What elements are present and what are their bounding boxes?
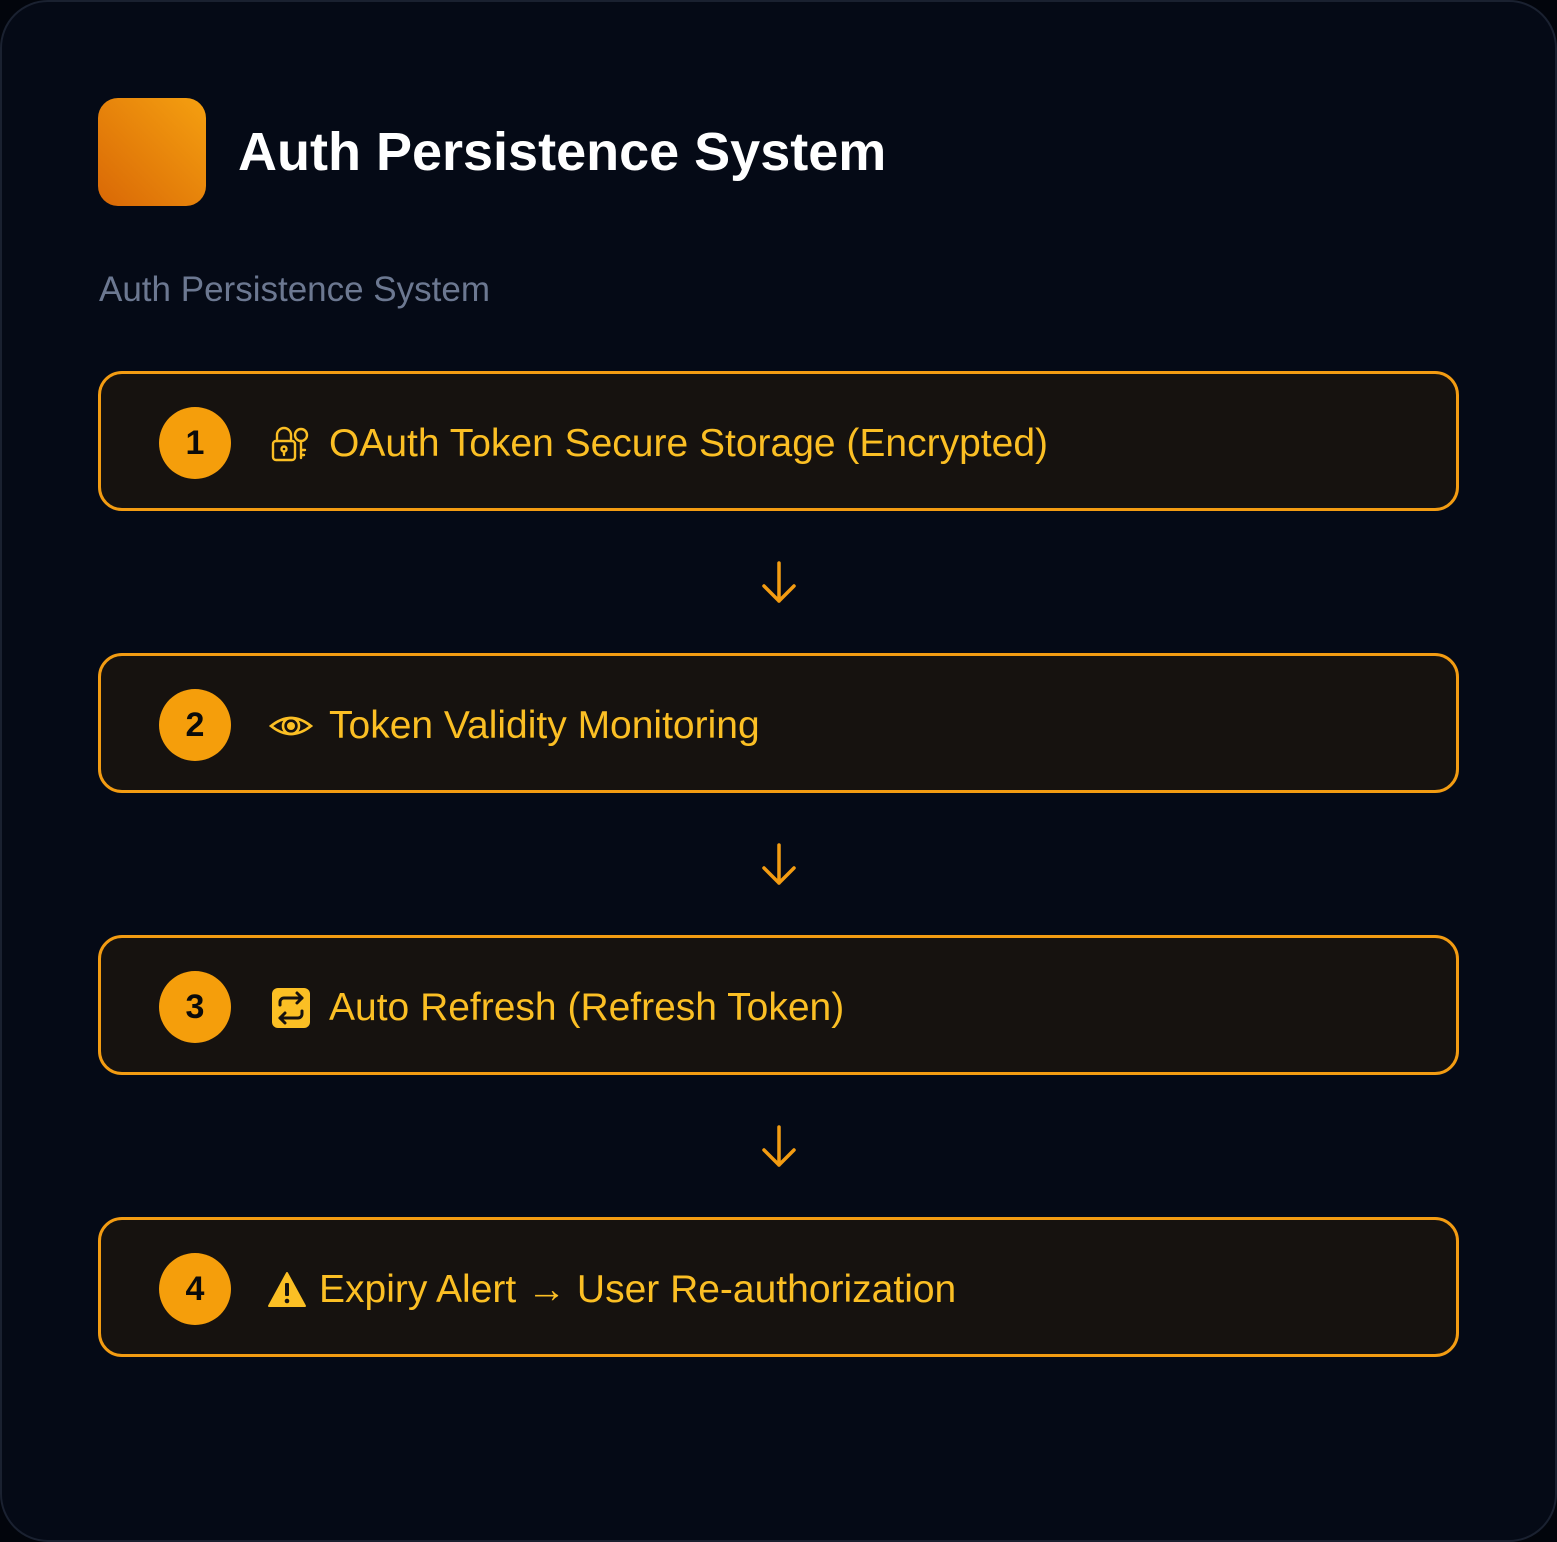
arrow-down-icon xyxy=(762,843,796,885)
step-number: 2 xyxy=(159,689,231,761)
app-logo xyxy=(98,98,206,206)
step-number: 1 xyxy=(159,407,231,479)
arrow-down-icon xyxy=(762,561,796,603)
step-1: 1 OAuth Token Secure Storage (Encrypted) xyxy=(98,371,1459,511)
page-subtitle: Auth Persistence System xyxy=(99,270,490,309)
refresh-icon xyxy=(272,988,310,1028)
step-label: Auto Refresh (Refresh Token) xyxy=(329,986,845,1029)
step-label: OAuth Token Secure Storage (Encrypted) xyxy=(329,422,1049,465)
step-3: 3 Auto Refresh (Refresh Token) xyxy=(98,935,1459,1075)
warning-icon xyxy=(268,1272,306,1307)
page-title: Auth Persistence System xyxy=(238,122,887,182)
arrow-down-icon xyxy=(762,1125,796,1167)
step-2: 2 Token Validity Monitoring xyxy=(98,653,1459,793)
step-label: Expiry Alert → User Re-authorization xyxy=(319,1268,957,1311)
eye-icon xyxy=(269,716,313,736)
step-label: Token Validity Monitoring xyxy=(329,704,760,747)
step-4: 4 Expiry Alert → User Re-authorization xyxy=(98,1217,1459,1357)
lock-key-icon xyxy=(271,426,309,462)
step-number: 3 xyxy=(159,971,231,1043)
step-number: 4 xyxy=(159,1253,231,1325)
